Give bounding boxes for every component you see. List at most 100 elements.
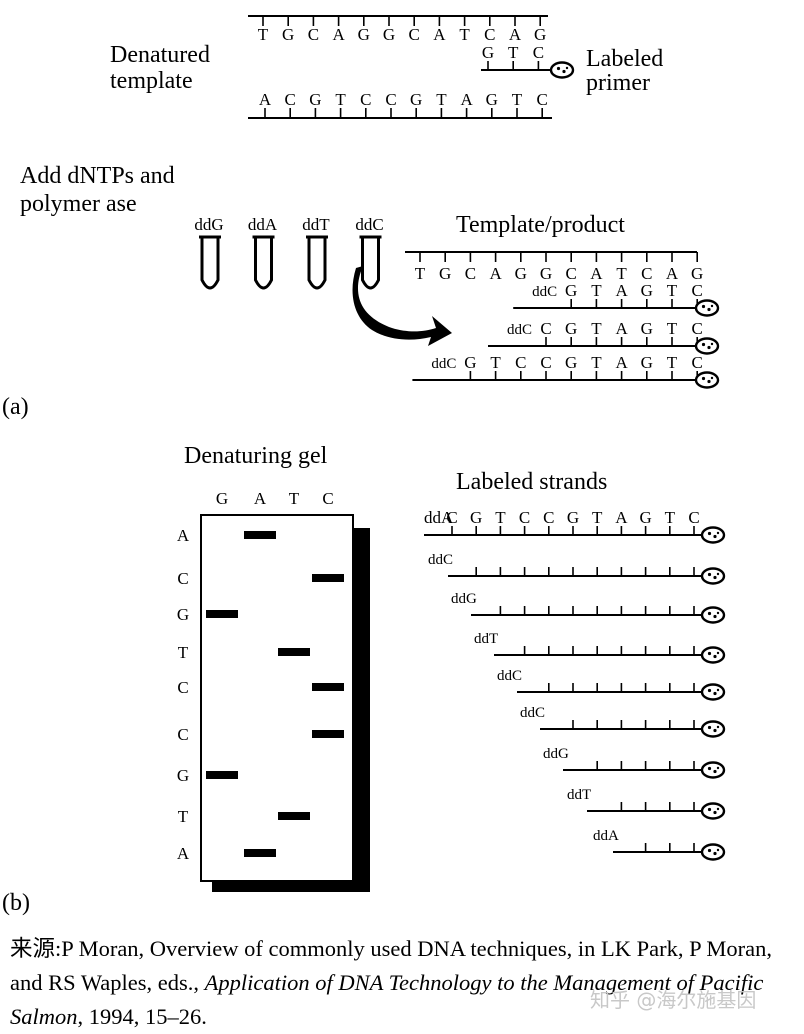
template-base: A [590,264,603,283]
label-tag-icon [694,371,720,389]
lane-label: T [289,489,300,508]
denatured-template-label-1: Denatured [110,42,210,68]
template-base: T [512,90,523,109]
read-base: C [177,569,188,588]
add-dntps-label-1: Add dNTPs and [20,163,175,189]
product-base: G [641,319,653,338]
template-base: T [335,90,346,109]
tube-icon [307,238,327,290]
template-base: C [385,90,396,109]
template-base: A [509,25,522,44]
product-base: G [641,281,653,300]
product-base: C [692,353,703,372]
template-base: C [409,25,420,44]
terminator-label: ddC [431,356,456,372]
tube-icon [200,238,220,290]
terminator-label: ddG [451,591,477,607]
gel-band [206,610,238,618]
template-base: G [383,25,395,44]
label-tag-icon [700,802,726,820]
product-base: T [591,319,602,338]
product-base: A [615,353,628,372]
caption-book-title: Application of DNA Technology to the Man… [10,970,764,1029]
label-tag-icon [694,337,720,355]
template-base: C [465,264,476,283]
product-base: T [591,353,602,372]
labeled-strand: ddC [520,705,726,738]
labeled-strand: ddC [497,668,726,701]
gel-title: Denaturing gel [184,443,328,469]
caption: 来源:P Moran, Overview of commonly used DN… [10,932,802,1034]
caption-text-2: , 1994, 15–26. [77,1004,207,1029]
template-base: C [308,25,319,44]
strand-base: T [665,508,676,527]
tube-icon [361,238,380,290]
label-tag-icon [700,567,726,585]
caption-prefix: 来源: [10,936,62,961]
strand-base: T [495,508,506,527]
template-product-title: Template/product [456,212,625,238]
template-base: G [358,25,370,44]
reaction-arrow [352,266,452,346]
lane-label: A [254,489,267,508]
strand-base: G [470,508,482,527]
label-tag-icon [700,646,726,664]
label-tag-icon [694,299,720,317]
labeled-strand: ddA [593,828,726,861]
gel-band [244,531,276,539]
strand-base: G [639,508,651,527]
tube-label: ddG [194,215,223,234]
labeled-primer-label-2: primer [586,70,650,96]
gel-band [312,730,344,738]
gel-band [206,771,238,779]
labeled-strand: ddG [451,591,726,624]
template-base: A [489,264,502,283]
template-base: A [332,25,345,44]
terminator-label: ddC [497,668,522,684]
terminator-label: ddT [567,787,591,803]
product-base: T [667,281,678,300]
read-base: C [177,725,188,744]
template-base: G [540,264,552,283]
strand-base: G [567,508,579,527]
template-base: G [439,264,451,283]
labeled-primer-label-1: Labeled [586,46,663,72]
template-base: A [259,90,272,109]
template-base: T [616,264,627,283]
read-base: C [177,678,188,697]
lane-label: G [216,489,228,508]
product-base: T [591,281,602,300]
strand-base: C [688,508,699,527]
strand-base: T [592,508,603,527]
product-base: G [565,353,577,372]
template-base: G [410,90,422,109]
panel-b-label: (b) [2,890,30,916]
template-base: T [436,90,447,109]
template-base: G [534,25,546,44]
label-tag-icon [700,720,726,738]
gel-band [278,648,310,656]
gel-band [278,812,310,820]
tube-icon [254,238,273,290]
product-base: C [692,319,703,338]
terminator-label: ddT [474,631,498,647]
product-base: G [641,353,653,372]
labeled-strand: ddT [567,787,726,820]
terminator-label: ddC [532,284,557,300]
primer-base: C [533,43,544,62]
tube-label: ddT [302,215,330,234]
tube-ddG: ddG [194,215,224,290]
product-base: T [490,353,501,372]
product-base: G [464,353,476,372]
template-base: A [460,90,473,109]
template-base: C [360,90,371,109]
